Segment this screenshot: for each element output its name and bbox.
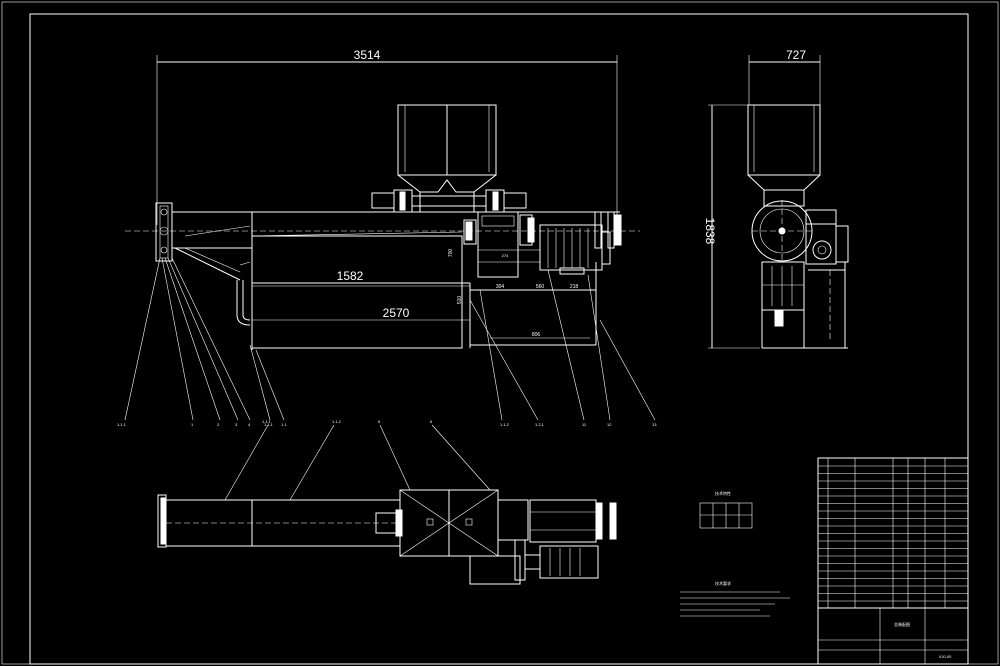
dim-side-height: 1838 [703, 104, 760, 349]
balloon-1: 1.1.1 [117, 422, 127, 427]
plan-view: 1.1.1 1.1.2 5 6 [157, 419, 617, 585]
drawing-number: XJ0-00 [939, 654, 952, 659]
balloon-9: 1.2.1 [535, 422, 545, 427]
plan-leaders [224, 424, 491, 501]
screw-tube [172, 211, 620, 350]
balloon-3: 2 [217, 422, 220, 427]
gearbox-front: 274 [463, 211, 540, 278]
dim-218: 218 [570, 284, 579, 290]
plan-balloon-4: 6 [430, 419, 433, 424]
plan-drive [469, 499, 617, 585]
title-name: 总装配图 [894, 621, 910, 627]
base-dims: 304 560 218 [478, 284, 595, 291]
feeder-screw [371, 189, 527, 213]
balloon-11: 12 [607, 422, 612, 427]
dim-overall-length: 3514 [156, 48, 618, 225]
dim-806: 806 [532, 332, 541, 338]
req-title: 技术要求 [715, 580, 731, 586]
plan-balloon-2: 1.1.2 [332, 419, 342, 424]
dim-510: 510 [457, 296, 463, 305]
leader-lines [124, 257, 656, 421]
barrel-body: 1582 2570 806 510 700 [251, 235, 597, 349]
title-block: 总装配图 XJ0-00 [817, 457, 969, 665]
dim-700: 700 [448, 249, 454, 258]
balloon-labels: 1.1.1 1 2 3 4 1.1.1 1.1 1.1.2 1.2.1 11 1… [117, 422, 657, 427]
balloon-10: 11 [582, 422, 587, 427]
tech-requirements: 技术要求 [680, 580, 790, 617]
dim-1838: 1838 [703, 218, 717, 245]
plan-tube [166, 499, 400, 547]
balloon-8: 1.1.2 [500, 422, 510, 427]
right-end-flange [594, 211, 622, 249]
spec-title: 技术特性 [715, 490, 731, 496]
balloon-6: 1.1.1 [264, 422, 274, 427]
plan-balloon-1: 1.1.1 [262, 419, 272, 424]
plan-left-flange [157, 494, 167, 548]
balloon-12: 13 [652, 422, 657, 427]
hopper-side [747, 104, 821, 191]
plan-balloon-3: 5 [378, 419, 381, 424]
body-side [751, 189, 849, 349]
dim-side-width: 727 [748, 48, 821, 105]
balloon-7: 1.1 [281, 422, 287, 427]
left-end-flange [155, 202, 173, 262]
dim-560: 560 [536, 284, 545, 290]
plan-balloons: 1.1.1 1.1.2 5 6 [262, 419, 433, 424]
side-view: 727 1838 [703, 48, 849, 349]
balloon-4: 3 [235, 422, 238, 427]
balloon-5: 4 [248, 422, 251, 427]
discharge-chute [174, 247, 251, 326]
hopper-front [397, 104, 497, 212]
balloon-2: 1 [191, 422, 194, 427]
plan-hopper [375, 489, 499, 557]
dim-727: 727 [786, 48, 806, 62]
tech-spec-block: 技术特性 [699, 490, 753, 529]
dim-1582: 1582 [337, 269, 364, 283]
motor-front [539, 224, 611, 275]
dim-304: 304 [496, 284, 505, 290]
dim-2570: 2570 [383, 306, 410, 320]
front-view: 3 5 1 4 [117, 48, 657, 427]
dim-274: 274 [502, 253, 509, 258]
dim-3514: 3514 [354, 48, 381, 62]
